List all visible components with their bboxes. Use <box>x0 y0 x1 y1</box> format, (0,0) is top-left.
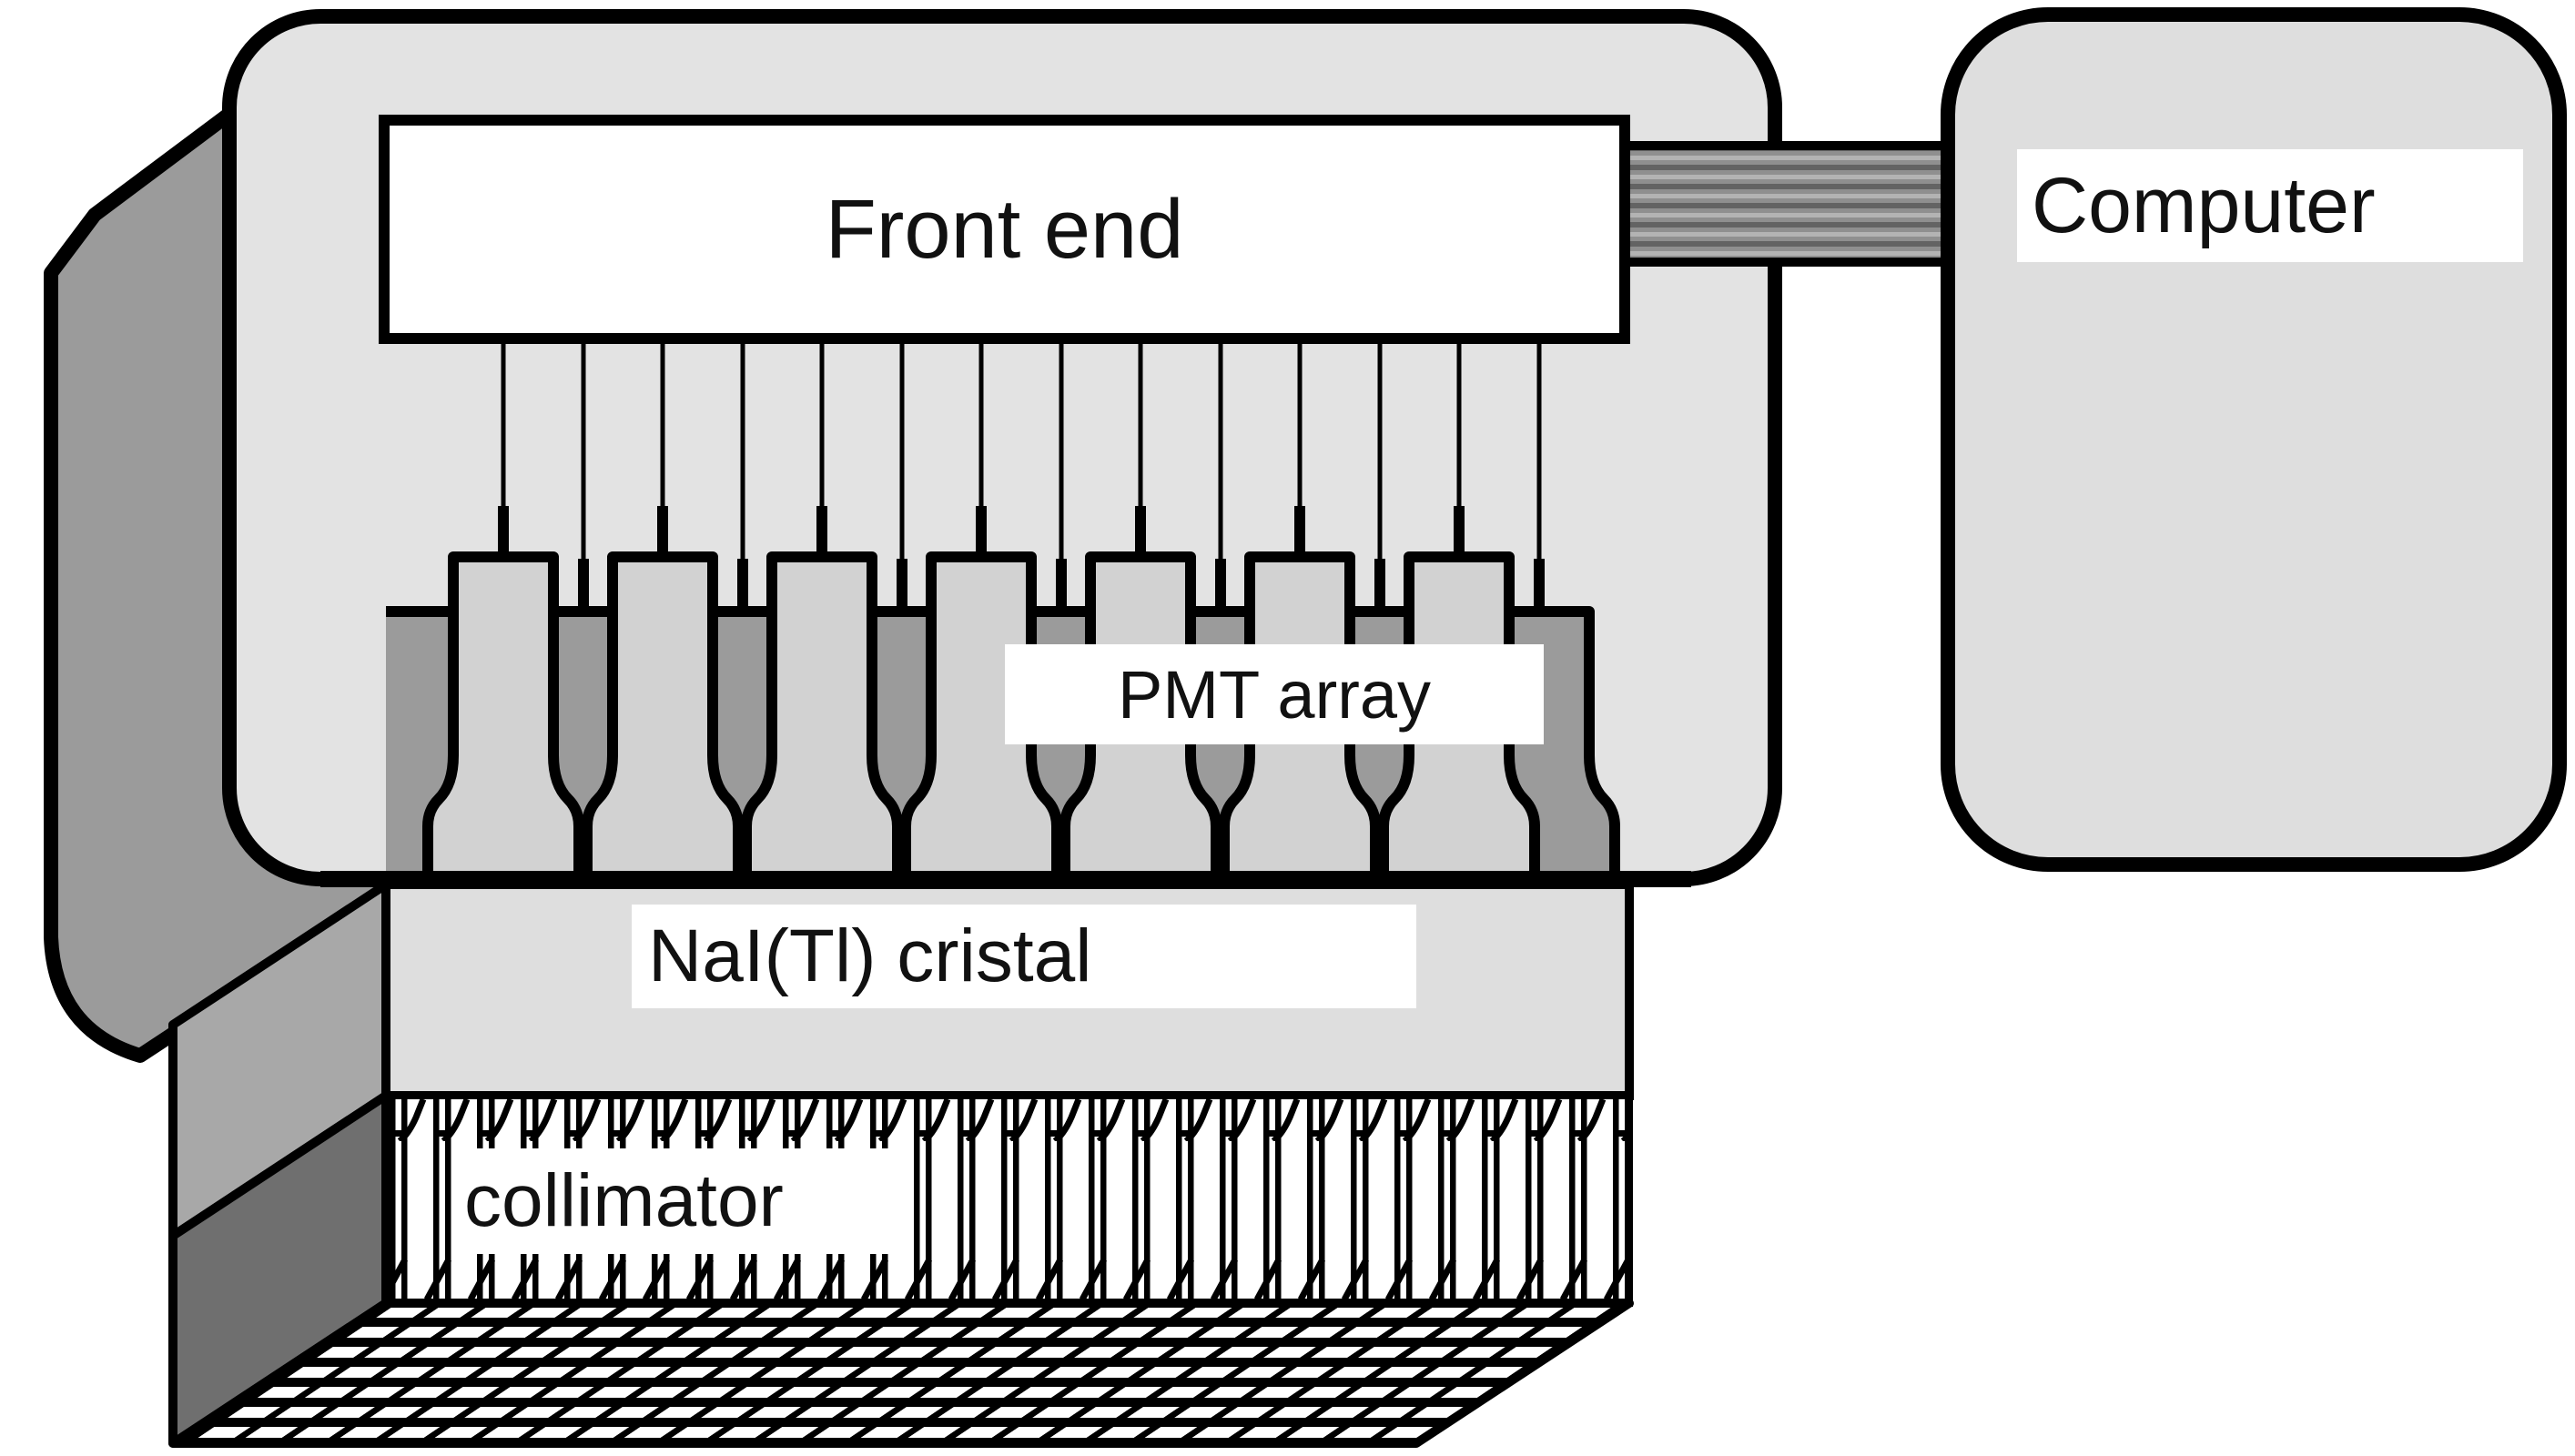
ribbon-cable <box>1621 141 1962 267</box>
pmt-front-tube <box>746 557 897 879</box>
pmt-front-tube <box>587 557 738 879</box>
collimator-bottom-ticks <box>390 1258 1626 1299</box>
computer-box <box>1941 7 2567 872</box>
front-end-box <box>379 115 1630 344</box>
pmt-array-label: PMT array <box>1005 644 1544 744</box>
collimator-label: collimator <box>453 1148 894 1254</box>
pmt-front-tube <box>428 557 579 879</box>
collimator-top-ticks <box>390 1099 1626 1141</box>
crystal-label: NaI(Tl) cristal <box>632 905 1416 1008</box>
front-end-label: Front end <box>825 182 1184 276</box>
computer-label: Computer <box>2017 149 2523 262</box>
collimator-bottom-face <box>168 1299 1634 1448</box>
